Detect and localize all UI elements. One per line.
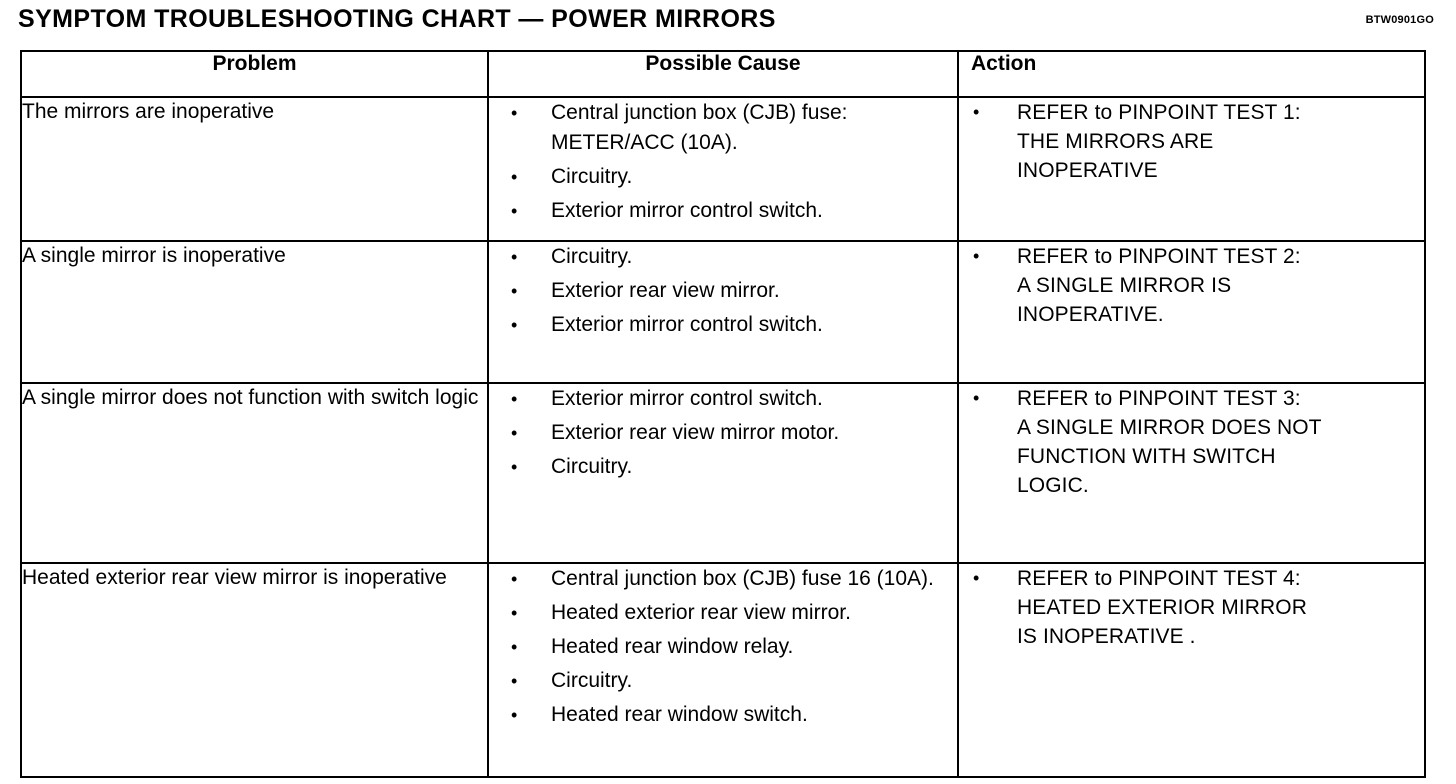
possible-cause-list: Central junction box (CJB) fuse 16 (10A)… [489, 564, 957, 730]
problem-text: Heated exterior rear view mirror is inop… [22, 566, 447, 589]
problem-text: A single mirror is inoperative [22, 244, 286, 267]
possible-cause-list: Exterior mirror control switch. Exterior… [489, 384, 957, 482]
list-item: Heated rear window switch. [489, 700, 957, 730]
action-line: IS INOPERATIVE . [1017, 625, 1196, 648]
action-line: REFER to PINPOINT TEST 1: [1017, 101, 1301, 124]
column-header-action-label: Action [971, 52, 1037, 75]
list-item: REFER to PINPOINT TEST 1: THE MIRRORS AR… [959, 98, 1424, 185]
problem-text: A single mirror does not function with s… [22, 386, 479, 409]
action-line: THE MIRRORS ARE [1017, 130, 1214, 153]
table-body: The mirrors are inoperative Central junc… [20, 96, 1426, 778]
cell-action: REFER to PINPOINT TEST 3: A SINGLE MIRRO… [957, 382, 1426, 564]
cell-possible-cause: Circuitry. Exterior rear view mirror. Ex… [487, 240, 959, 384]
action-list: REFER to PINPOINT TEST 4: HEATED EXTERIO… [959, 564, 1424, 651]
list-item: Exterior rear view mirror motor. [489, 418, 957, 448]
document-reference-code: BTW0901GO [1365, 14, 1434, 26]
cell-action: REFER to PINPOINT TEST 1: THE MIRRORS AR… [957, 96, 1426, 242]
cell-problem: A single mirror does not function with s… [20, 382, 489, 564]
table-row: A single mirror is inoperative Circuitry… [20, 240, 1426, 384]
list-item: Circuitry. [489, 452, 957, 482]
action-line: REFER to PINPOINT TEST 2: [1017, 245, 1301, 268]
action-list: REFER to PINPOINT TEST 3: A SINGLE MIRRO… [959, 384, 1424, 500]
list-item: Exterior rear view mirror. [489, 276, 957, 306]
column-header-problem-label: Problem [212, 52, 297, 75]
list-item: Central junction box (CJB) fuse: METER/A… [489, 98, 957, 158]
page-title: SYMPTOM TROUBLESHOOTING CHART — POWER MI… [18, 5, 776, 33]
column-header-possible-cause: Possible Cause [487, 50, 959, 98]
action-line: A SINGLE MIRROR DOES NOT [1017, 416, 1322, 439]
action-list: REFER to PINPOINT TEST 1: THE MIRRORS AR… [959, 98, 1424, 185]
list-item: Heated exterior rear view mirror. [489, 598, 957, 628]
problem-text: The mirrors are inoperative [22, 100, 275, 123]
table-row: Heated exterior rear view mirror is inop… [20, 562, 1426, 778]
action-line: REFER to PINPOINT TEST 4: [1017, 567, 1301, 590]
cell-problem: Heated exterior rear view mirror is inop… [20, 562, 489, 778]
list-item: REFER to PINPOINT TEST 3: A SINGLE MIRRO… [959, 384, 1424, 500]
list-item: Circuitry. [489, 162, 957, 192]
action-line: REFER to PINPOINT TEST 3: [1017, 387, 1301, 410]
column-header-possible-cause-label: Possible Cause [645, 52, 801, 75]
cell-possible-cause: Central junction box (CJB) fuse: METER/A… [487, 96, 959, 242]
action-line: LOGIC. [1017, 474, 1089, 497]
list-item: Circuitry. [489, 666, 957, 696]
list-item: REFER to PINPOINT TEST 4: HEATED EXTERIO… [959, 564, 1424, 651]
column-header-problem: Problem [20, 50, 489, 98]
cell-possible-cause: Central junction box (CJB) fuse 16 (10A)… [487, 562, 959, 778]
action-line: A SINGLE MIRROR IS [1017, 274, 1232, 297]
list-item: Circuitry. [489, 242, 957, 272]
cell-problem: A single mirror is inoperative [20, 240, 489, 384]
table-header: Problem Possible Cause Action [20, 50, 1426, 98]
column-header-action: Action [957, 50, 1426, 98]
document-header: SYMPTOM TROUBLESHOOTING CHART — POWER MI… [0, 0, 1456, 46]
cell-action: REFER to PINPOINT TEST 4: HEATED EXTERIO… [957, 562, 1426, 778]
list-item: Central junction box (CJB) fuse 16 (10A)… [489, 564, 957, 594]
troubleshooting-chart-table: Problem Possible Cause Action The mirror… [20, 50, 1426, 778]
action-line: HEATED EXTERIOR MIRROR [1017, 596, 1307, 619]
action-line: FUNCTION WITH SWITCH [1017, 445, 1276, 468]
action-line: INOPERATIVE. [1017, 303, 1164, 326]
list-item: Heated rear window relay. [489, 632, 957, 662]
list-item: REFER to PINPOINT TEST 2: A SINGLE MIRRO… [959, 242, 1424, 329]
list-item: Exterior mirror control switch. [489, 196, 957, 226]
table-row: A single mirror does not function with s… [20, 382, 1426, 564]
possible-cause-list: Circuitry. Exterior rear view mirror. Ex… [489, 242, 957, 340]
action-line: INOPERATIVE [1017, 159, 1158, 182]
list-item: Exterior mirror control switch. [489, 384, 957, 414]
table-row: The mirrors are inoperative Central junc… [20, 96, 1426, 242]
action-list: REFER to PINPOINT TEST 2: A SINGLE MIRRO… [959, 242, 1424, 329]
cell-possible-cause: Exterior mirror control switch. Exterior… [487, 382, 959, 564]
table-header-row: Problem Possible Cause Action [20, 50, 1426, 98]
cell-problem: The mirrors are inoperative [20, 96, 489, 242]
list-item: Exterior mirror control switch. [489, 310, 957, 340]
possible-cause-list: Central junction box (CJB) fuse: METER/A… [489, 98, 957, 226]
cell-action: REFER to PINPOINT TEST 2: A SINGLE MIRRO… [957, 240, 1426, 384]
